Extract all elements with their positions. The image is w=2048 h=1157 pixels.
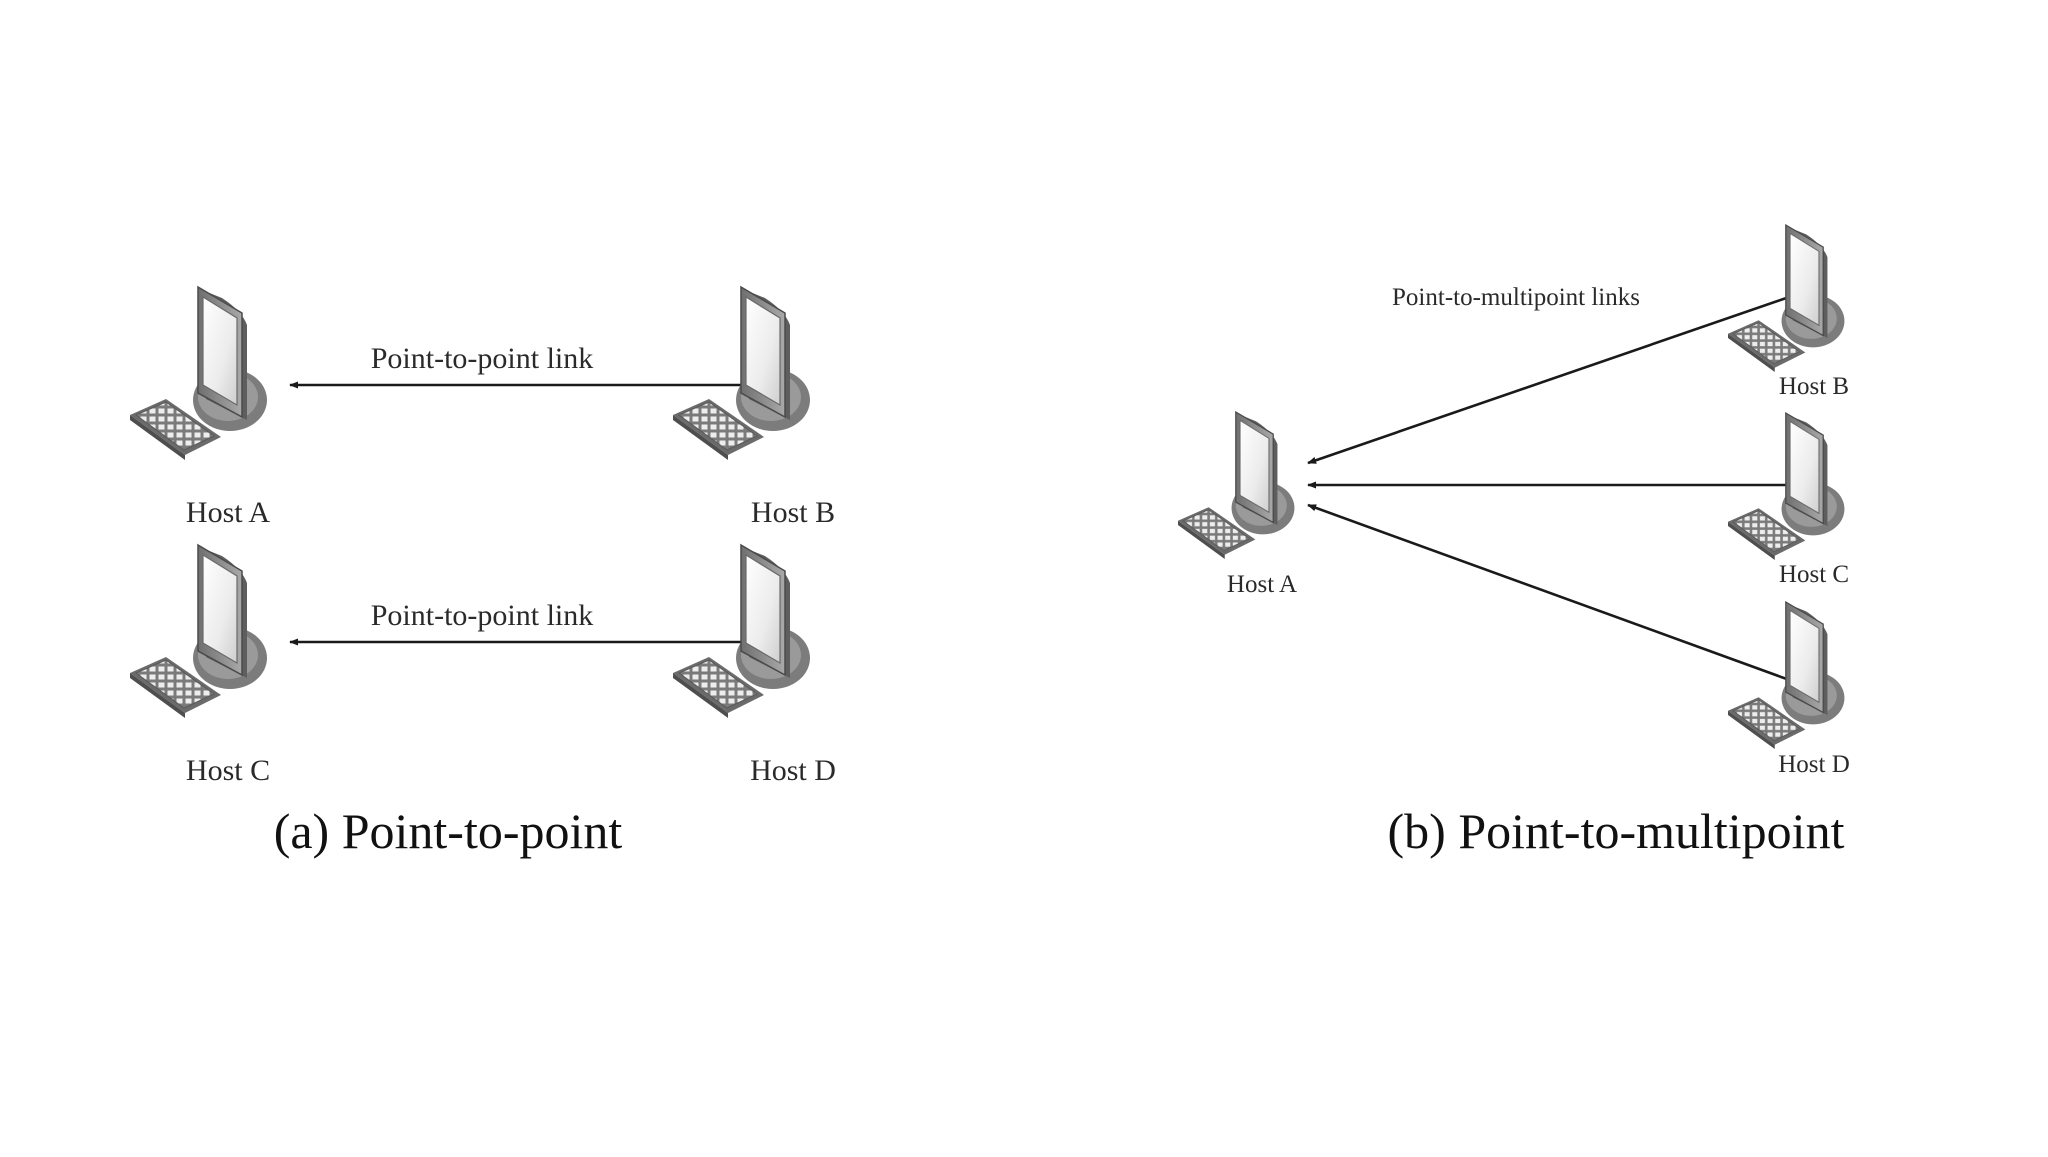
host-b-icon-multipoint: [1728, 223, 1845, 373]
host-a-label: Host A: [186, 496, 271, 529]
panel-a: Point-to-point link Point-to-point link …: [130, 285, 836, 859]
link-label-cd: Point-to-point link: [371, 599, 594, 632]
host-d-label: Host D: [750, 754, 836, 787]
host-b-icon: [673, 285, 810, 460]
host-a-label-multipoint: Host A: [1227, 571, 1297, 598]
link-label-ab: Point-to-point link: [371, 342, 594, 375]
link-a-to-b-multipoint: [1307, 293, 1796, 465]
host-b-label-multipoint: Host B: [1779, 373, 1849, 400]
link-a-to-d-multipoint: [1307, 503, 1796, 684]
host-c-icon: [130, 543, 267, 718]
host-d-icon: [673, 543, 810, 718]
host-a-icon: [130, 285, 267, 460]
caption-a: (a) Point-to-point: [274, 803, 623, 859]
host-d-label-multipoint: Host D: [1778, 751, 1850, 778]
multipoint-links-label: Point-to-multipoint links: [1392, 284, 1640, 311]
host-c-label-multipoint: Host C: [1779, 561, 1849, 588]
host-c-label: Host C: [186, 754, 270, 787]
host-d-icon-multipoint: [1728, 600, 1845, 750]
host-b-label: Host B: [751, 496, 835, 529]
host-c-icon-multipoint: [1728, 411, 1845, 561]
panel-b: Point-to-multipoint links Host A Host B …: [1178, 223, 1850, 859]
host-a-icon-multipoint: [1178, 410, 1295, 560]
caption-b: (b) Point-to-multipoint: [1388, 803, 1845, 859]
